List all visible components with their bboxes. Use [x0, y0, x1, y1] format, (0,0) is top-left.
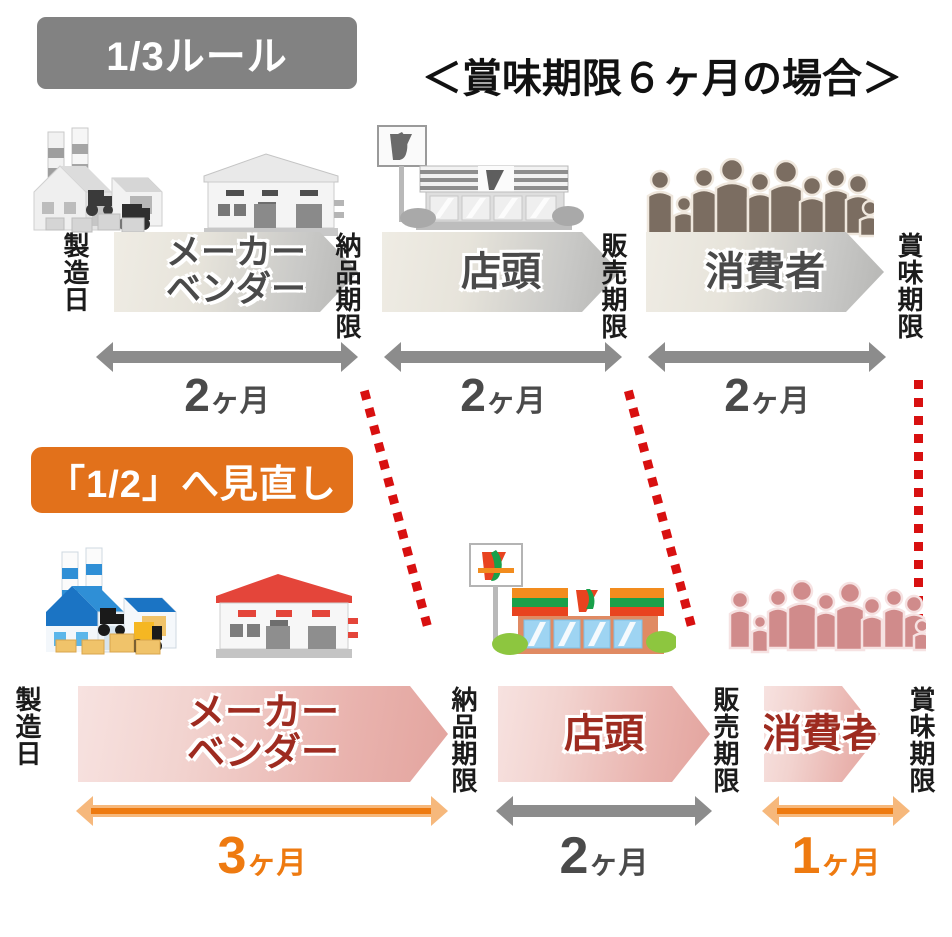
- milestone-bestbefore-row2: 賞味期限: [906, 686, 936, 794]
- milestone-sellby-row1: 販売期限: [598, 232, 628, 340]
- flow-maker-vendor-row2: メーカー ベンダー: [78, 686, 448, 782]
- arrow-bar: [777, 805, 895, 817]
- measure-arrow-row1-seg3: [648, 342, 886, 372]
- flow-label-line2: ベンダー: [165, 270, 306, 309]
- duration-unit: ヶ月: [588, 847, 649, 880]
- arrowhead-right: [893, 796, 910, 826]
- duration-number: 2: [559, 827, 589, 885]
- measure-arrow-row2-seg2: [496, 796, 712, 826]
- rule-badge-one-third: 1/3ルール: [32, 12, 362, 94]
- duration-number: 1: [791, 827, 821, 885]
- arrow-bar: [663, 351, 871, 363]
- convenience-store-icon: [366, 124, 586, 242]
- arrowhead-right: [869, 342, 886, 372]
- milestone-delivery-row1: 納品期限: [332, 232, 362, 340]
- warehouse-icon: [196, 142, 346, 242]
- store-sign-icon: [377, 125, 427, 222]
- duration-unit: ヶ月: [209, 385, 270, 418]
- flow-label: 店頭: [564, 712, 644, 756]
- arrowhead-left: [76, 796, 93, 826]
- duration-row1-seg2: 2ヶ月: [384, 368, 622, 422]
- duration-number: 2: [724, 369, 750, 421]
- factory-icon: [26, 122, 186, 242]
- duration-number: 3: [217, 827, 247, 885]
- crowd-of-people-icon-pink: [726, 580, 926, 664]
- arrowhead-left: [496, 796, 513, 826]
- measure-arrow-row2-seg3: [762, 796, 910, 826]
- duration-number: 2: [460, 369, 486, 421]
- flow-maker-vendor-row1: メーカー ベンダー: [114, 232, 358, 312]
- duration-row2-seg1: 3ヶ月: [76, 826, 448, 886]
- flow-store-row1: 店頭: [382, 232, 620, 312]
- measure-arrow-row2-seg1: [76, 796, 448, 826]
- duration-row2-seg3: 1ヶ月: [762, 826, 910, 886]
- arrowhead-left: [648, 342, 665, 372]
- flow-label: 店頭: [461, 250, 541, 294]
- duration-row2-seg2: 2ヶ月: [496, 826, 712, 886]
- factory-icon-color: [38, 542, 198, 664]
- arrow-bar: [91, 805, 433, 817]
- arrowhead-right: [431, 796, 448, 826]
- arrowhead-left: [762, 796, 779, 826]
- dotted-connector-delivery: [360, 389, 434, 636]
- convenience-store-icon-color: [456, 542, 676, 664]
- arrowhead-right: [341, 342, 358, 372]
- milestone-delivery-row2: 納品期限: [448, 686, 478, 794]
- duration-row1-seg1: 2ヶ月: [96, 368, 358, 422]
- duration-unit: ヶ月: [820, 847, 881, 880]
- measure-arrow-row1-seg1: [96, 342, 358, 372]
- measure-arrow-row1-seg2: [384, 342, 622, 372]
- flow-label-line2: ベンダー: [186, 732, 339, 774]
- store-sign-icon-color: [469, 543, 523, 642]
- arrow-bar: [111, 351, 343, 363]
- milestone-manufacture-row2: 製造日: [12, 686, 42, 767]
- flow-consumer-row2: 消費者: [764, 686, 880, 782]
- revise-badge-one-half: 「1/2」へ見直し: [26, 442, 358, 518]
- flow-store-row2: 店頭: [498, 686, 710, 782]
- milestone-manufacture-row1: 製造日: [60, 232, 90, 313]
- arrowhead-right: [695, 796, 712, 826]
- flow-label-line1: メーカー: [165, 233, 306, 273]
- warehouse-icon-color: [208, 562, 360, 664]
- duration-unit: ヶ月: [246, 847, 307, 880]
- arrowhead-left: [96, 342, 113, 372]
- arrowhead-right: [605, 342, 622, 372]
- flow-label-line1: メーカー: [186, 692, 339, 735]
- flow-label: 消費者: [705, 250, 825, 294]
- flow-label: 消費者: [762, 712, 882, 756]
- duration-unit: ヶ月: [749, 385, 810, 418]
- arrowhead-left: [384, 342, 401, 372]
- duration-number: 2: [184, 369, 210, 421]
- flow-consumer-row1: 消費者: [646, 232, 884, 312]
- duration-unit: ヶ月: [485, 385, 546, 418]
- crowd-of-people-icon: [644, 158, 874, 250]
- arrow-bar: [511, 805, 697, 817]
- milestone-sellby-row2: 販売期限: [710, 686, 740, 794]
- arrow-bar: [399, 351, 607, 363]
- milestone-bestbefore-row1: 賞味期限: [894, 232, 924, 340]
- page-title: ＜賞味期限６ヶ月の場合＞: [386, 44, 938, 106]
- duration-row1-seg3: 2ヶ月: [648, 368, 886, 422]
